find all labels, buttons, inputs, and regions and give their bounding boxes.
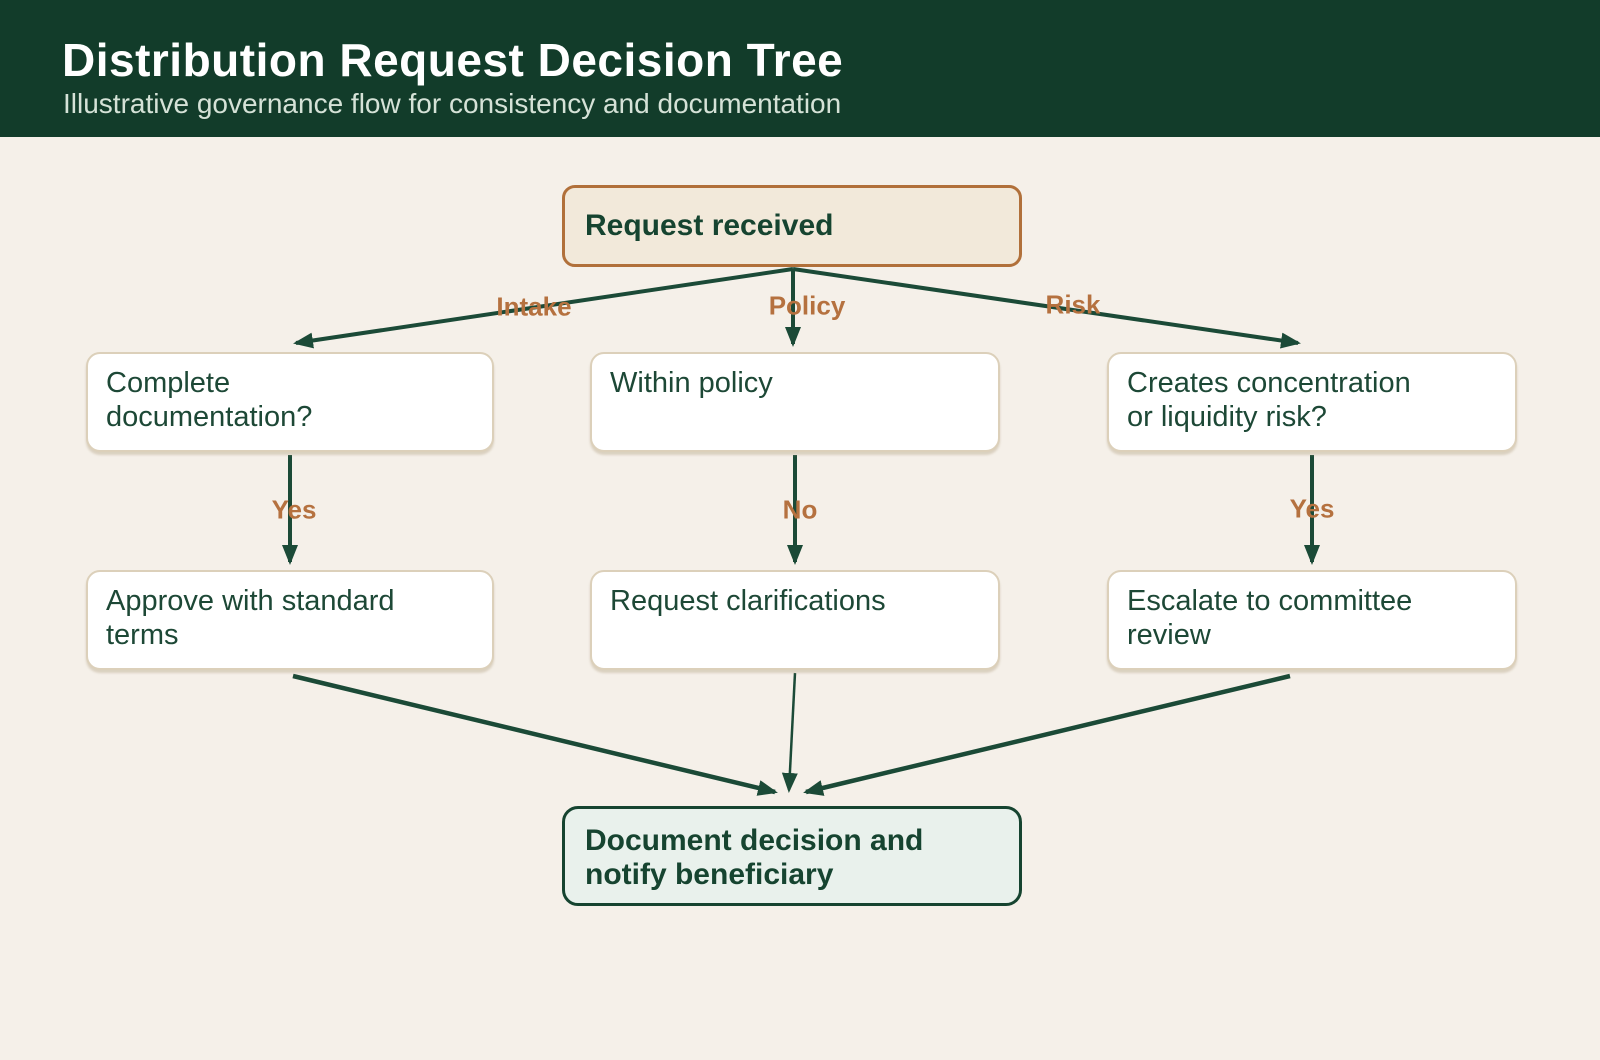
edge-label-risk: Risk [1045,289,1101,320]
node-complete-documentation: Complete documentation? [86,352,494,452]
node-request-received: Request received [562,185,1022,267]
node-label-line: Request clarifications [610,585,886,617]
node-within-policy: Within policy [590,352,1000,452]
node-label-line: notify beneficiary [585,857,834,891]
node-label-line: terms [106,618,179,651]
arrow-approve-to-final [292,673,778,796]
edge-label-yes-risk: Yes [1289,493,1335,524]
edge-label-policy: Policy [768,290,846,321]
node-label-line: review [1127,618,1211,651]
edge-label-yes-intake: Yes [271,494,317,525]
node-label-line: or liquidity risk? [1127,400,1327,433]
arrow-escalate-to-final [803,673,1291,796]
edge-label-intake: Intake [496,291,572,322]
arrow-clarify-to-final [781,672,798,793]
node-label-line: Within policy [610,367,773,399]
node-label-line: Creates concentration [1127,367,1411,399]
node-approve-standard-terms: Approve with standard terms [86,570,494,670]
node-label-line: Document decision and [585,824,924,857]
edge-label-no-policy: No [782,494,818,525]
node-label-line: Approve with standard [106,585,395,617]
node-label-line: Complete [106,367,231,399]
node-request-clarifications: Request clarifications [590,570,1000,670]
node-label: Request received [585,209,834,243]
node-label-line: documentation? [106,400,313,433]
node-concentration-liquidity-risk: Creates concentration or liquidity risk? [1107,352,1517,452]
node-label-line: Escalate to committee [1127,585,1413,617]
header: Distribution Request Decision Tree Illus… [0,0,1600,137]
node-escalate-committee-review: Escalate to committee review [1107,570,1517,670]
page-subtitle: Illustrative governance flow for consist… [63,88,842,119]
node-document-decision-notify: Document decision and notify beneficiary [562,806,1022,906]
page-title: Distribution Request Decision Tree [62,34,844,86]
